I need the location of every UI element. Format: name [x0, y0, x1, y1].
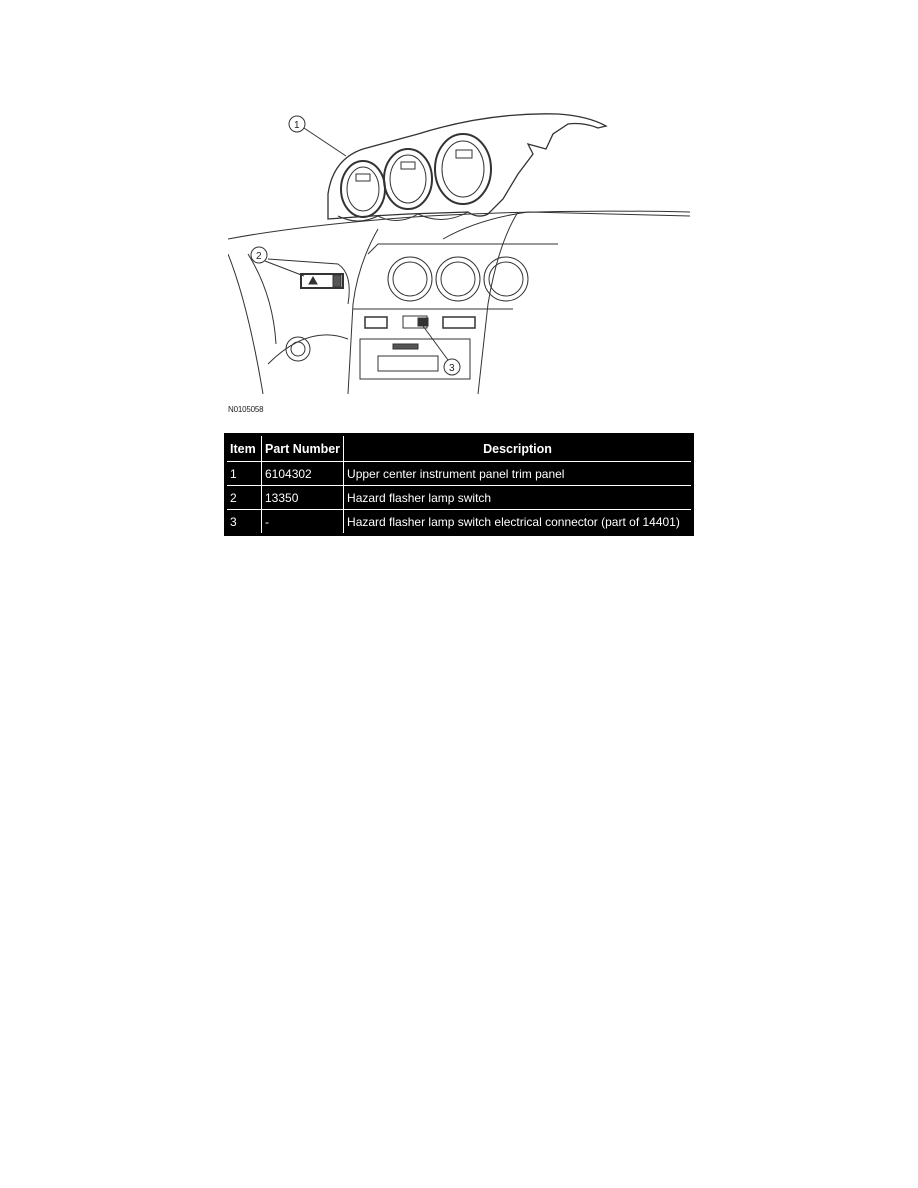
table-row: 2 13350 Hazard flasher lamp switch: [227, 486, 691, 510]
part-number-cell: 6104302: [262, 462, 345, 486]
item-cell: 1: [227, 462, 262, 486]
table-row: 3 - Hazard flasher lamp switch electrica…: [227, 510, 691, 533]
header-part-number: Part Number: [262, 436, 345, 462]
item-cell: 2: [227, 486, 262, 510]
part-number-cell: 13350: [262, 486, 345, 510]
svg-text:2: 2: [256, 251, 262, 262]
header-description: Description: [344, 436, 691, 462]
figure-caption: N0105058: [228, 405, 264, 414]
table-row: 1 6104302 Upper center instrument panel …: [227, 462, 691, 486]
table-header-row: Item Part Number Description: [227, 436, 691, 462]
description-cell: Upper center instrument panel trim panel: [344, 462, 691, 486]
part-number-cell: -: [262, 510, 345, 533]
parts-table: Item Part Number Description 1 6104302 U…: [224, 433, 694, 536]
header-item: Item: [227, 436, 262, 462]
instrument-panel-illustration: 1 2 3: [227, 104, 691, 395]
svg-text:3: 3: [449, 363, 455, 374]
item-cell: 3: [227, 510, 262, 533]
description-cell: Hazard flasher lamp switch electrical co…: [344, 510, 691, 533]
description-cell: Hazard flasher lamp switch: [344, 486, 691, 510]
svg-text:1: 1: [294, 120, 300, 131]
